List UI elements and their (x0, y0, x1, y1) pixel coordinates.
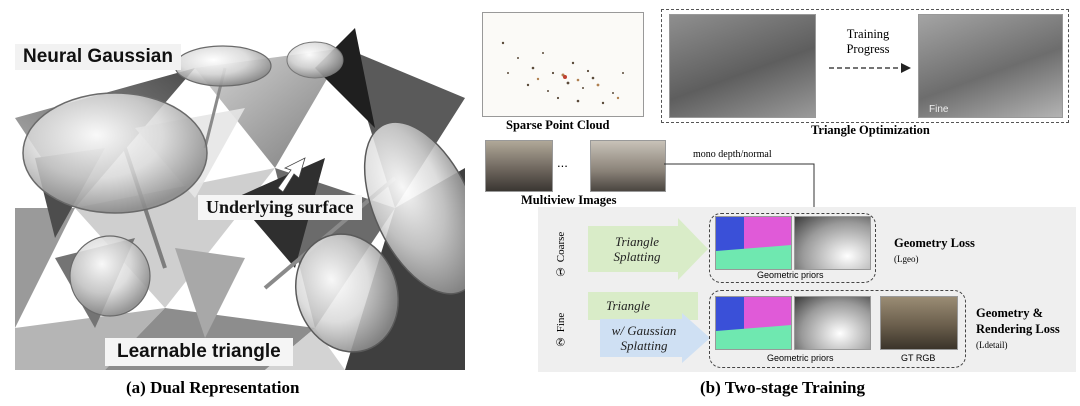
coarse-depth-map (794, 216, 871, 270)
normal-map-colors (716, 217, 791, 269)
underlying-surface-label: Underlying surface (198, 195, 362, 220)
multiview-images-label: Multiview Images (521, 193, 617, 207)
sparse-point-cloud-label: Sparse Point Cloud (506, 118, 610, 132)
fine-gaussian-line2: Splatting (620, 338, 668, 353)
fine-triangle-label: Triangle (605, 297, 651, 313)
gaussian-splatting-fine: w/ Gaussian Splatting (605, 318, 683, 358)
caption-b: (b) Two-stage Training (700, 378, 865, 397)
gt-rgb-label: GT RGB (901, 353, 936, 363)
mono-depth-normal-label: mono depth/normal (693, 149, 772, 160)
sparse-point-cloud-image (482, 12, 644, 117)
training-progress-line2: Progress (846, 42, 890, 56)
geo-render-loss-line1: Geometry & (976, 306, 1043, 320)
normal-map-colors-fine (716, 297, 791, 349)
fine-depth-map (794, 296, 871, 350)
gt-rgb-image (880, 296, 958, 350)
geometry-loss-label: Geometry Loss (894, 236, 975, 250)
coarse-arrow-shape (588, 218, 708, 280)
fine-triangle-arrow-shape (588, 292, 698, 320)
coarse-arrow-line2: Splatting (613, 249, 661, 264)
dual-representation-illustration: Neural Gaussian Underlying surface Learn… (15, 8, 465, 370)
multiview-image-1 (485, 140, 553, 192)
geometric-priors-label-1: Geometric priors (757, 270, 824, 280)
geo-render-loss-line2: Rendering Loss (976, 322, 1060, 336)
learnable-triangle-label: Learnable triangle (105, 338, 293, 366)
point-cloud-dots (501, 41, 624, 105)
geometry-loss-symbol: (Lgeo) (894, 254, 919, 264)
coarse-progress-render (669, 14, 816, 118)
triangle-optimization-label: Triangle Optimization (811, 123, 930, 137)
fine-normal-map (715, 296, 792, 350)
fine-gaussian-line1: w/ Gaussian (611, 323, 677, 338)
geometric-priors-label-2: Geometric priors (767, 353, 834, 363)
fine-stage-label: ② Fine (555, 312, 567, 348)
fine-progress-render: Fine (918, 14, 1063, 118)
fine-tag: Fine (929, 104, 949, 115)
coarse-stage-label: ① Coarse (555, 231, 567, 279)
training-progress-arrow (829, 63, 911, 73)
multiview-image-2 (590, 140, 666, 192)
training-progress-label: Training Progress (833, 27, 903, 57)
geometry-rendering-loss-symbol: (Ldetail) (976, 340, 1008, 350)
neural-gaussian-label: Neural Gaussian (15, 44, 181, 70)
triangle-splatting-coarse: Triangle Splatting (593, 226, 681, 272)
multiview-ellipsis: ... (557, 155, 568, 170)
training-progress-line1: Training (846, 27, 890, 41)
fine-gaussian-arrow-shape (600, 313, 710, 363)
caption-a: (a) Dual Representation (126, 378, 300, 397)
coarse-geometric-priors-box (709, 213, 876, 283)
fine-geometric-priors-box (709, 290, 966, 368)
geometry-rendering-loss-label: Geometry & Rendering Loss (976, 305, 1060, 337)
mono-prior-connector (664, 163, 815, 212)
coarse-normal-map (715, 216, 792, 270)
triangle-optimization-box: Training Progress Fine (661, 9, 1069, 123)
coarse-arrow-line1: Triangle (614, 234, 660, 249)
